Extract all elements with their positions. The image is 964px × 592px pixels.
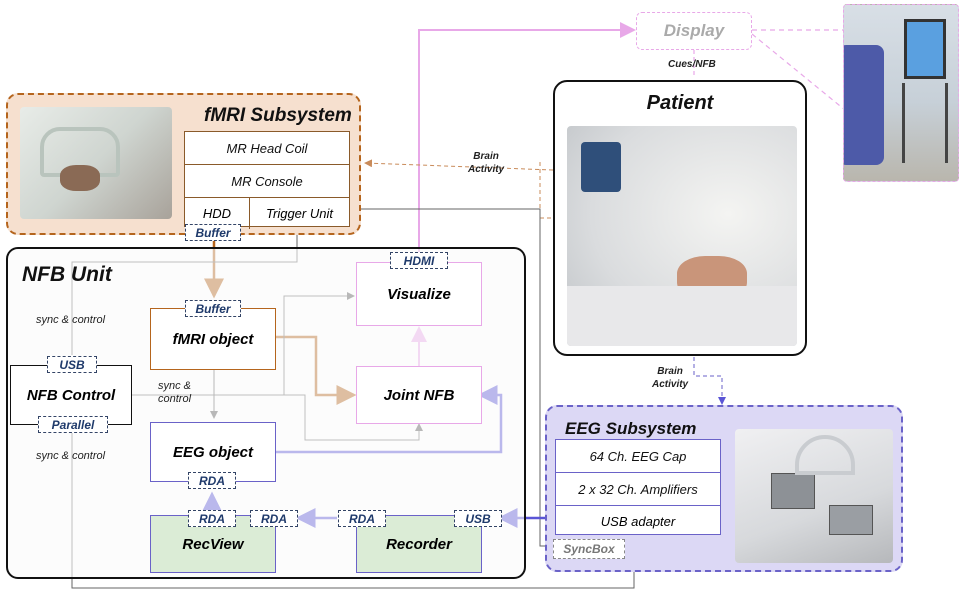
display-to-photo-line-2 — [751, 33, 846, 111]
eeg-rda-tag: RDA — [188, 472, 236, 489]
brain-activity-bottom-text: Brain Activity — [652, 366, 689, 390]
mr-head-coil-row: MR Head Coil — [185, 132, 349, 165]
nfb-buffer-label: Buffer — [195, 301, 231, 316]
eeg-component-table: 64 Ch. EEG Cap 2 x 32 Ch. Amplifiers USB… — [555, 439, 721, 535]
nfb-buffer-tag: Buffer — [185, 300, 241, 317]
amplifier-icon-2 — [829, 505, 873, 535]
monitor-stand-icon — [902, 83, 948, 163]
recorder-rda-tag: RDA — [338, 510, 386, 527]
eeg-usb-label: USB adapter — [600, 514, 676, 529]
mr-head-coil-label: MR Head Coil — [226, 140, 308, 156]
cues-nfb-label: Cues/NFB — [668, 59, 716, 70]
brain-activity-bottom-label: Brain Activity — [652, 365, 688, 391]
parallel-label: Parallel — [51, 417, 95, 432]
sync-control-mid: sync & control — [158, 380, 192, 405]
recview-rda-label-2: RDA — [261, 511, 287, 526]
display-label: Display — [663, 21, 725, 40]
patient-to-fmri-dashed — [364, 159, 554, 171]
fmri-object-label: fMRI object — [172, 330, 254, 348]
fmri-component-table: MR Head Coil MR Console HDD Trigger Unit — [184, 131, 350, 229]
fmri-subsystem-panel: fMRI Subsystem MR Head Coil MR Console H… — [6, 93, 361, 235]
nfb-usb-label: USB — [59, 357, 85, 372]
patient-panel: Patient — [553, 80, 807, 356]
fmri-photo — [20, 107, 172, 219]
patient-photo — [567, 126, 797, 346]
syncbox-tag: SyncBox — [553, 539, 625, 559]
recview-rda-label-1: RDA — [199, 511, 225, 526]
visualize-label: Visualize — [387, 285, 451, 303]
parallel-tag: Parallel — [38, 416, 108, 433]
nfb-control-label: NFB Control — [26, 386, 116, 404]
trigger-unit-cell: Trigger Unit — [250, 198, 349, 229]
patient-to-eeg-dashed — [693, 357, 726, 405]
eeg-cap-row: 64 Ch. EEG Cap — [556, 440, 720, 473]
eeg-photo — [735, 429, 893, 563]
nfb-usb-tag: USB — [47, 356, 97, 373]
scanner-bore-icon — [844, 45, 884, 165]
hdd-cell: HDD — [185, 198, 250, 229]
fmri-object-box: fMRI object — [150, 308, 276, 370]
brain-activity-top-text: Brain Activity — [468, 151, 505, 175]
patient-head-icon-fmri — [60, 165, 100, 191]
eeg-usb-row: USB adapter — [556, 506, 720, 537]
scanner-logo-icon — [581, 142, 621, 192]
recorder-usb-label: USB — [465, 511, 491, 526]
brain-activity-top-label: Brain Activity — [468, 150, 504, 176]
nfb-unit-title: NFB Unit — [22, 263, 112, 286]
sync-control-top: sync & control — [36, 314, 106, 326]
scanner-bore-icon-eeg — [795, 435, 855, 475]
syncbox-label: SyncBox — [563, 542, 615, 556]
joint-nfb-label: Joint NFB — [383, 386, 455, 404]
recorder-rda-label: RDA — [349, 511, 375, 526]
recorder-label: Recorder — [386, 535, 452, 553]
patient-body-icon — [567, 286, 797, 346]
amplifier-icon — [771, 473, 815, 509]
fmri-buffer-tag: Buffer — [185, 224, 241, 241]
eeg-rda-label: RDA — [199, 473, 225, 488]
visualize-box: Visualize — [356, 262, 482, 326]
eeg-amps-label: 2 x 32 Ch. Amplifiers — [578, 481, 698, 497]
hdmi-label: HDMI — [403, 253, 435, 268]
recview-rda-tag-1: RDA — [188, 510, 236, 527]
sync-control-bottom: sync & control — [36, 450, 106, 462]
eeg-amps-row: 2 x 32 Ch. Amplifiers — [556, 473, 720, 506]
fmri-title: fMRI Subsystem — [204, 105, 352, 126]
hdmi-tag: HDMI — [390, 252, 448, 269]
hdmi-to-display-line — [418, 22, 636, 252]
recview-rda-tag-2: RDA — [250, 510, 298, 527]
joint-nfb-box: Joint NFB — [356, 366, 482, 424]
display-photo — [843, 4, 959, 182]
eeg-title: EEG Subsystem — [565, 419, 697, 438]
recview-label: RecView — [182, 535, 244, 553]
mr-console-row: MR Console — [185, 165, 349, 198]
patient-title: Patient — [646, 92, 714, 114]
display-box: Display — [636, 12, 752, 50]
trigger-unit-label: Trigger Unit — [266, 206, 333, 221]
eeg-cap-label: 64 Ch. EEG Cap — [589, 448, 687, 464]
hdd-trigger-row: HDD Trigger Unit — [185, 198, 349, 229]
monitor-screen-icon — [904, 19, 946, 79]
fmri-buffer-label: Buffer — [195, 225, 231, 240]
recorder-usb-tag: USB — [454, 510, 502, 527]
nfb-control-box: NFB Control — [10, 365, 132, 425]
hdd-label: HDD — [202, 206, 232, 221]
eeg-object-label: EEG object — [172, 443, 254, 461]
mr-console-label: MR Console — [231, 173, 303, 189]
